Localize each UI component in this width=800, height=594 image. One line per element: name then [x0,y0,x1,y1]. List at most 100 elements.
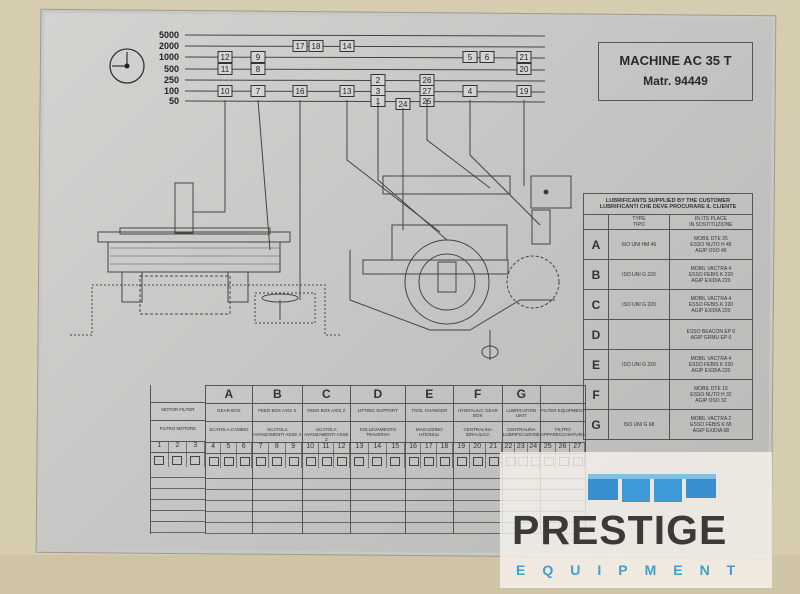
place-label-it: IN SOSTITUZIONE [689,222,733,228]
point-number: 8 [269,443,286,453]
brand-name: PRESTIGE [512,507,728,553]
point-number: 9 [286,443,302,453]
group-name-en: LUBRICATION UNIT [502,403,540,421]
speed-box-label: 5 [468,53,473,62]
lubrication-symbol-icon [406,454,422,468]
speed-box: 13 [339,85,355,97]
speed-line [184,90,546,93]
table-grid-row [453,501,502,512]
lubricants-header: LUBRIFICANTS SUPPLIED BY THE CUSTOMER LU… [583,193,753,215]
point-number: 4 [206,443,222,453]
speed-box: 5 [462,51,478,63]
speed-box-label: 10 [221,87,230,96]
lubricant-brand: MOBIL DTE 25 [694,235,728,242]
speed-box: 18 [308,40,324,52]
lubricant-type [608,379,670,410]
clock-dial-icon [109,48,145,84]
lubrication-symbol-icon [237,454,252,468]
speed-box-label: 14 [343,42,352,51]
point-number: 5 [221,443,237,453]
table-grid-row [252,523,302,534]
speed-label: 100 [164,86,179,96]
lubricant-brand: MOBIL VACTRA 2 [690,415,732,422]
table-grid-row [453,490,502,501]
lubricants-subtitle: LUBRIFICANTI CHE DEVE PROCURARE IL CLIEN… [599,204,737,210]
speed-box-label: 18 [312,42,321,51]
speed-box-label: 27 [423,87,432,96]
speed-label: 250 [164,75,179,85]
lubricant-type [608,319,670,350]
lubricant-brand: MOBIL VACTRA 4 [690,295,732,302]
lubrication-symbol-icon [319,454,335,468]
group-letter: C [302,385,350,403]
point-number: 13 [351,443,369,453]
table-grid-row [405,490,453,501]
group-letter: D [350,385,405,403]
group-letter: G [502,385,540,403]
speed-box-label: 13 [343,87,352,96]
point-number: 2 [169,442,187,452]
table-grid-row [302,523,350,534]
lubricant-brand: ESSO FEBIS K 68 [690,421,732,428]
lubricant-letter: E [583,349,609,380]
lubricant-letter: F [583,379,609,410]
speed-box-label: 9 [256,53,261,62]
table-grid-row [405,512,453,523]
group-name-en: FEED BOX AXIS Z [302,403,350,421]
group-name-it: SCATOLA AVANZAMENTI ASSE Z [302,421,350,442]
table-grid-row [302,512,350,523]
speed-box-label: 2 [376,76,381,85]
group-letter: A [205,385,252,403]
speed-box: 24 [395,98,411,110]
point-number: 22 [503,443,516,453]
speed-label: 2000 [159,41,179,51]
table-grid-row [252,468,302,479]
speed-label: 5000 [159,30,179,40]
lubricant-type: ISO UNI G 220 [608,259,670,290]
point-number: 17 [421,443,438,453]
lubrication-group: C FEED BOX AXIS Z SCATOLA AVANZAMENTI AS… [301,385,350,534]
group-name-it: SCATOLA CAMBIO [205,421,252,442]
point-number: 18 [437,443,453,453]
lubrication-symbol-icon [334,454,350,468]
machine-title-box: MACHINE AC 35 T Matr. 94449 [598,42,753,101]
speed-box: 6 [479,51,495,63]
speed-box: 8 [250,63,266,75]
speed-box: 21 [516,51,532,63]
lubricant-brand: AGIP EXIDIA 68 [692,427,730,434]
table-grid-row [453,512,502,523]
point-number: 20 [470,443,486,453]
speed-box: 17 [292,40,308,52]
lubricants-table: LUBRIFICANTS SUPPLIED BY THE CUSTOMER LU… [583,193,754,440]
point-number: 6 [237,443,252,453]
table-grid-row [350,512,405,523]
table-grid-row [350,490,405,501]
speed-label: 50 [169,96,179,106]
prestige-watermark: PRESTIGE EQUIPMENT [500,452,772,588]
lubricant-type: ISO UNI G 220 [608,289,670,320]
table-grid-row [151,511,205,522]
lubricant-type: ISO UNI G 220 [608,349,670,380]
lubricant-letter: A [583,229,609,260]
point-number: 1 [151,442,169,452]
group-letter: E [405,385,453,403]
table-grid-row [302,479,350,490]
table-grid-row [350,501,405,512]
speed-line [184,79,546,82]
lubrication-group: D LIFTING SUPPORT SOLLEVAMENTO TRAVERSA … [349,385,405,534]
group-name-it: SCATOLA AVANZAMENTI ASSE X [252,421,302,442]
table-grid-row [405,523,453,534]
lubricant-brand: ESSO FEBIS K 220 [688,361,734,368]
table-grid-row [405,479,453,490]
group-name-it: MAGAZZINO UTENSILI [405,421,453,442]
speed-box: 19 [516,85,532,97]
group-name-en: HYDRAULIC GEAR BOX [453,403,502,421]
